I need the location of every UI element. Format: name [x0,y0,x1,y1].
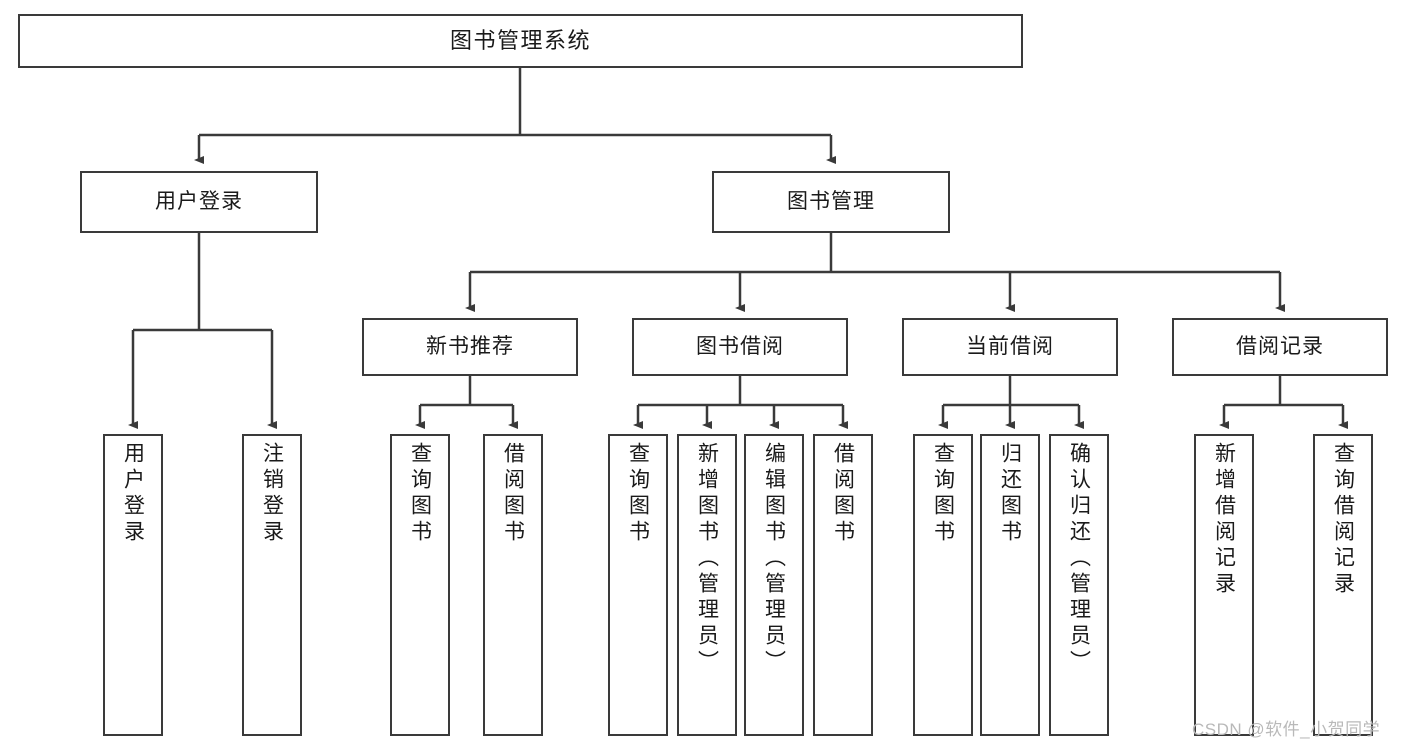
leaf-add-book-admin[interactable]: 新增图书（管理员） [677,434,737,736]
leaf-borrow-book-newbook[interactable]: 借阅图书 [483,434,543,736]
node-label: 借阅图书 [831,442,855,546]
node-label: 注销登录 [260,442,284,546]
node-label: 用户登录 [155,189,243,213]
leaf-query-book-newbook[interactable]: 查询图书 [390,434,450,736]
leaf-return-book[interactable]: 归还图书 [980,434,1040,736]
leaf-add-borrow-record[interactable]: 新增借阅记录 [1194,434,1254,736]
leaf-query-book-borrow[interactable]: 查询图书 [608,434,668,736]
node-label: 编辑图书（管理员） [762,442,786,676]
node-label: 新书推荐 [426,334,514,358]
node-label: 图书管理系统 [449,28,591,54]
node-new-book-recommend[interactable]: 新书推荐 [362,318,578,376]
node-current-borrow[interactable]: 当前借阅 [902,318,1118,376]
node-root-book-management-system[interactable]: 图书管理系统 [18,14,1023,68]
node-label: 图书管理 [787,189,875,213]
leaf-query-borrow-record[interactable]: 查询借阅记录 [1313,434,1373,736]
leaf-user-login[interactable]: 用户登录 [103,434,163,736]
node-label: 当前借阅 [966,334,1054,358]
leaf-borrow-book-borrow[interactable]: 借阅图书 [813,434,873,736]
node-label: 查询图书 [931,442,955,546]
node-user-login[interactable]: 用户登录 [80,171,318,233]
node-label: 查询借阅记录 [1331,442,1355,598]
node-label: 借阅图书 [501,442,525,546]
leaf-logout-login[interactable]: 注销登录 [242,434,302,736]
node-label: 用户登录 [121,442,145,546]
leaf-query-book-current[interactable]: 查询图书 [913,434,973,736]
node-label: 查询图书 [408,442,432,546]
node-label: 新增图书（管理员） [695,442,719,676]
leaf-edit-book-admin[interactable]: 编辑图书（管理员） [744,434,804,736]
node-label: 归还图书 [998,442,1022,546]
node-label: 图书借阅 [696,334,784,358]
node-book-management[interactable]: 图书管理 [712,171,950,233]
node-label: 新增借阅记录 [1212,442,1236,598]
csdn-watermark: CSDN @软件_小贺同学 [1192,720,1381,739]
node-label: 借阅记录 [1236,334,1324,358]
node-borrow-record[interactable]: 借阅记录 [1172,318,1388,376]
node-label: 确认归还（管理员） [1067,442,1091,676]
node-label: 查询图书 [626,442,650,546]
leaf-confirm-return-admin[interactable]: 确认归还（管理员） [1049,434,1109,736]
node-book-borrow[interactable]: 图书借阅 [632,318,848,376]
